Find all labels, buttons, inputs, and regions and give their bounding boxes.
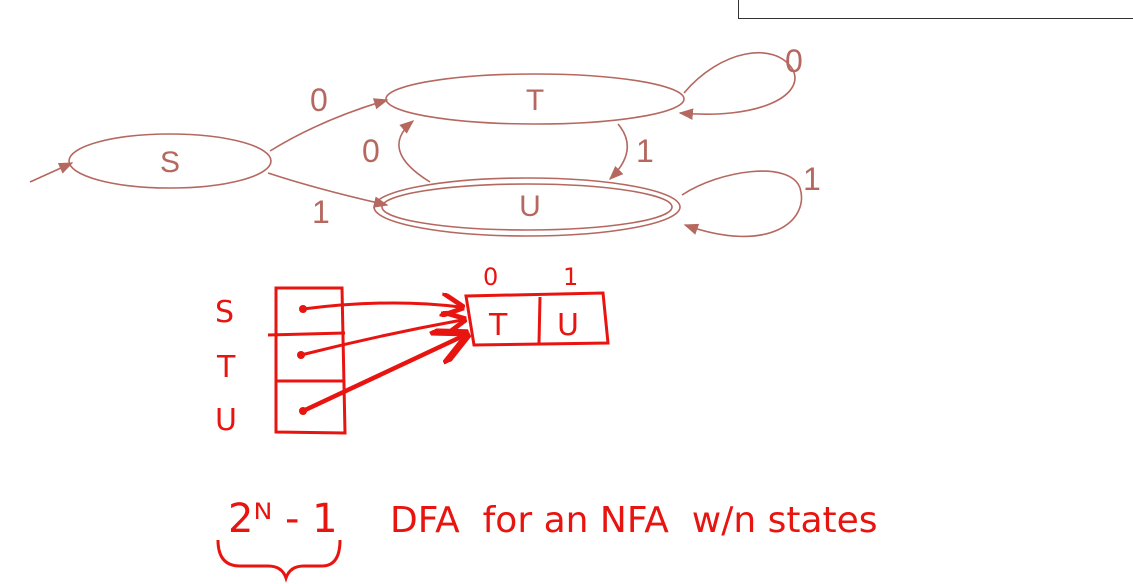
state-t-label: T [526, 84, 544, 117]
cell-u: U [557, 308, 579, 343]
pointer-arrow-s [302, 303, 460, 309]
pointer-arrow-u [302, 336, 463, 414]
edge-s-u-label: 1 [312, 194, 330, 230]
state-s-node [68, 133, 272, 189]
cropped-toolbar-strip [738, 0, 1133, 19]
edge-u-t-label: 0 [362, 133, 380, 169]
edge-s-u [267, 172, 389, 208]
automaton-diagram: S T U 0 1 0 1 0 1 [29, 43, 821, 238]
cell-t: T [488, 308, 508, 343]
state-s-label: S [160, 146, 180, 179]
pointer-arrow-t [300, 320, 462, 357]
start-arrow [29, 162, 74, 183]
underbrace [216, 539, 342, 583]
column-header-0: 0 [483, 263, 498, 291]
pointer-array [267, 286, 347, 435]
destination-cells [464, 291, 610, 347]
edge-u-self-label: 1 [803, 161, 821, 197]
edge-u-self-loop [681, 170, 803, 238]
edge-u-t [398, 120, 431, 183]
transition-table-sketch: S T U 0 1 T U [215, 263, 610, 438]
row-label-s: S [215, 295, 234, 330]
edge-t-self-label: 0 [785, 43, 803, 79]
edge-s-t-label: 0 [310, 82, 328, 118]
edge-s-t [269, 98, 389, 152]
column-header-1: 1 [563, 263, 578, 291]
row-label-t: T [216, 350, 236, 385]
edge-t-u-label: 1 [636, 133, 654, 169]
row-label-u: U [215, 403, 237, 438]
edge-t-self-loop [678, 51, 796, 120]
edge-t-u [608, 123, 629, 181]
formula-text: 2ᴺ - 1 [228, 496, 338, 542]
handwritten-note: 2ᴺ - 1 DFA for an NFA w/n states [216, 496, 878, 583]
note-text: DFA for an NFA w/n states [390, 500, 878, 541]
state-u-label: U [519, 190, 541, 223]
